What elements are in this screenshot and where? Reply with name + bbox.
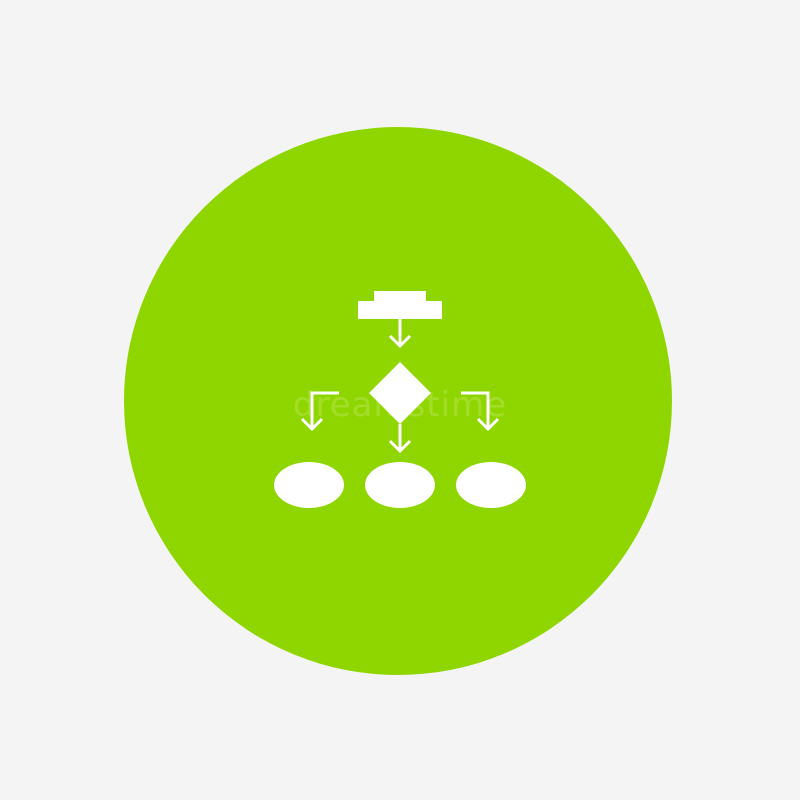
arrow-head-center: [388, 439, 412, 454]
connector-right: [461, 391, 490, 428]
process-box: [374, 291, 426, 303]
arrow-head-top: [388, 334, 412, 349]
outcome-center: [365, 462, 435, 508]
arrow-head-left: [300, 417, 324, 432]
process-box-base: [358, 301, 442, 319]
connector-left: [310, 391, 339, 428]
outcome-right: [456, 462, 526, 508]
arrow-head-right: [476, 417, 500, 432]
decision-diamond: [369, 362, 431, 424]
outcome-left: [274, 462, 344, 508]
